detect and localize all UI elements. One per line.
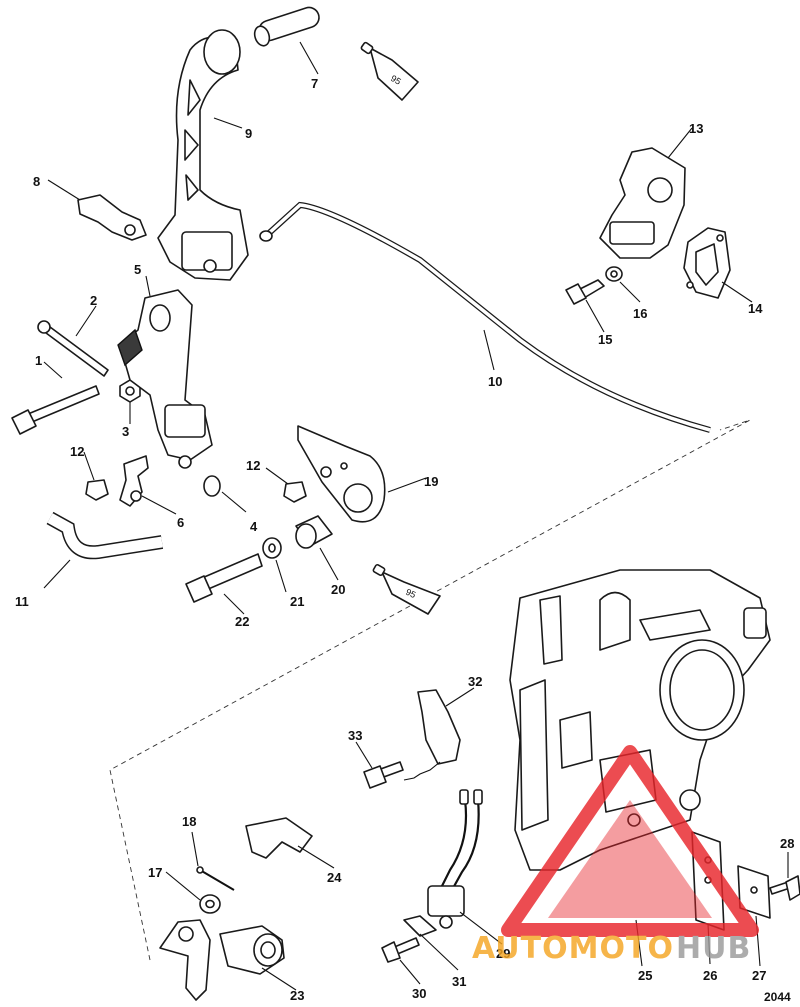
part-19-cam (297, 425, 386, 523)
watermark-logo: AUTOMOTO HUB (472, 745, 759, 966)
callout-15: 15 (598, 332, 612, 347)
tube-label-95-top: 95 (389, 73, 403, 87)
callout-28: 28 (780, 836, 794, 851)
callout-27: 27 (752, 968, 766, 983)
callout-33: 33 (348, 728, 362, 743)
callout-13: 13 (689, 121, 703, 136)
part-13-bracket (599, 147, 686, 259)
watermark-text-hub: HUB (676, 931, 751, 966)
callout-29: 29 (496, 946, 510, 961)
part-27-shim (737, 865, 771, 919)
part-11-hose (46, 511, 164, 560)
part-1-bolt (11, 385, 100, 435)
part-10-link-rod (259, 201, 711, 433)
callout-labels: 1 2 3 4 5 6 7 8 9 10 11 12 12 13 14 15 1… (15, 76, 794, 1003)
part-8-clip (77, 194, 147, 241)
callout-3: 3 (122, 424, 129, 439)
reference-number: 2044 (764, 990, 791, 1004)
part-29-sensor (427, 789, 483, 929)
part-18-cotter-pin (196, 866, 235, 891)
part-17-washer (199, 894, 221, 914)
part-30-screw (381, 937, 420, 963)
watermark-triangle (501, 745, 759, 937)
leader-lines (43, 41, 789, 991)
callout-5: 5 (134, 262, 141, 277)
part-20-bushing (295, 515, 333, 549)
part-14-gasket (683, 227, 731, 299)
callout-20: 20 (331, 582, 345, 597)
part-28-screw (769, 875, 800, 901)
part-6-link (119, 455, 149, 507)
callout-23: 23 (290, 988, 304, 1003)
callout-25: 25 (638, 968, 652, 983)
part-32-bracket (403, 689, 461, 781)
part-33-bolt (363, 761, 404, 789)
callout-24: 24 (327, 870, 342, 885)
callout-9: 9 (245, 126, 252, 141)
callout-26: 26 (703, 968, 717, 983)
callout-19: 19 (424, 474, 438, 489)
callout-6: 6 (177, 515, 184, 530)
callout-17: 17 (148, 865, 162, 880)
part-4-bushing (203, 475, 221, 497)
callout-22: 22 (235, 614, 249, 629)
callout-16: 16 (633, 306, 647, 321)
callout-12-left: 12 (70, 444, 84, 459)
callout-7: 7 (311, 76, 318, 91)
part-2-long-bolt (37, 320, 109, 377)
tube-label-95-bottom: 95 (404, 587, 417, 600)
callout-2: 2 (90, 293, 97, 308)
callout-4: 4 (250, 519, 258, 534)
callout-8: 8 (33, 174, 40, 189)
part-5-lever (117, 289, 213, 469)
callout-21: 21 (290, 594, 304, 609)
part-12-clip-right (283, 481, 307, 503)
callout-30: 30 (412, 986, 426, 1001)
grease-tube-95-top: 95 (360, 41, 419, 101)
callout-18: 18 (182, 814, 196, 829)
callout-31: 31 (452, 974, 466, 989)
callout-14: 14 (748, 301, 763, 316)
callout-11: 11 (15, 594, 29, 609)
callout-32: 32 (468, 674, 482, 689)
part-24-clip (245, 817, 313, 859)
part-31-plate (403, 915, 437, 937)
callout-10: 10 (488, 374, 502, 389)
part-23-sensor-arm (159, 919, 285, 1001)
grease-tube-95-bottom: 95 (372, 563, 441, 615)
part-21-washer (262, 537, 282, 559)
part-15-bolt (565, 279, 605, 305)
housing (509, 569, 771, 871)
part-16-bushing (605, 266, 623, 282)
part-7-pin (253, 6, 320, 47)
callout-1: 1 (35, 353, 42, 368)
watermark-text-automoto: AUTOMOTO (472, 931, 674, 966)
part-22-bolt (185, 553, 263, 603)
part-9-arm (157, 29, 249, 281)
callout-12-right: 12 (246, 458, 260, 473)
part-12-clip-left (85, 479, 109, 501)
